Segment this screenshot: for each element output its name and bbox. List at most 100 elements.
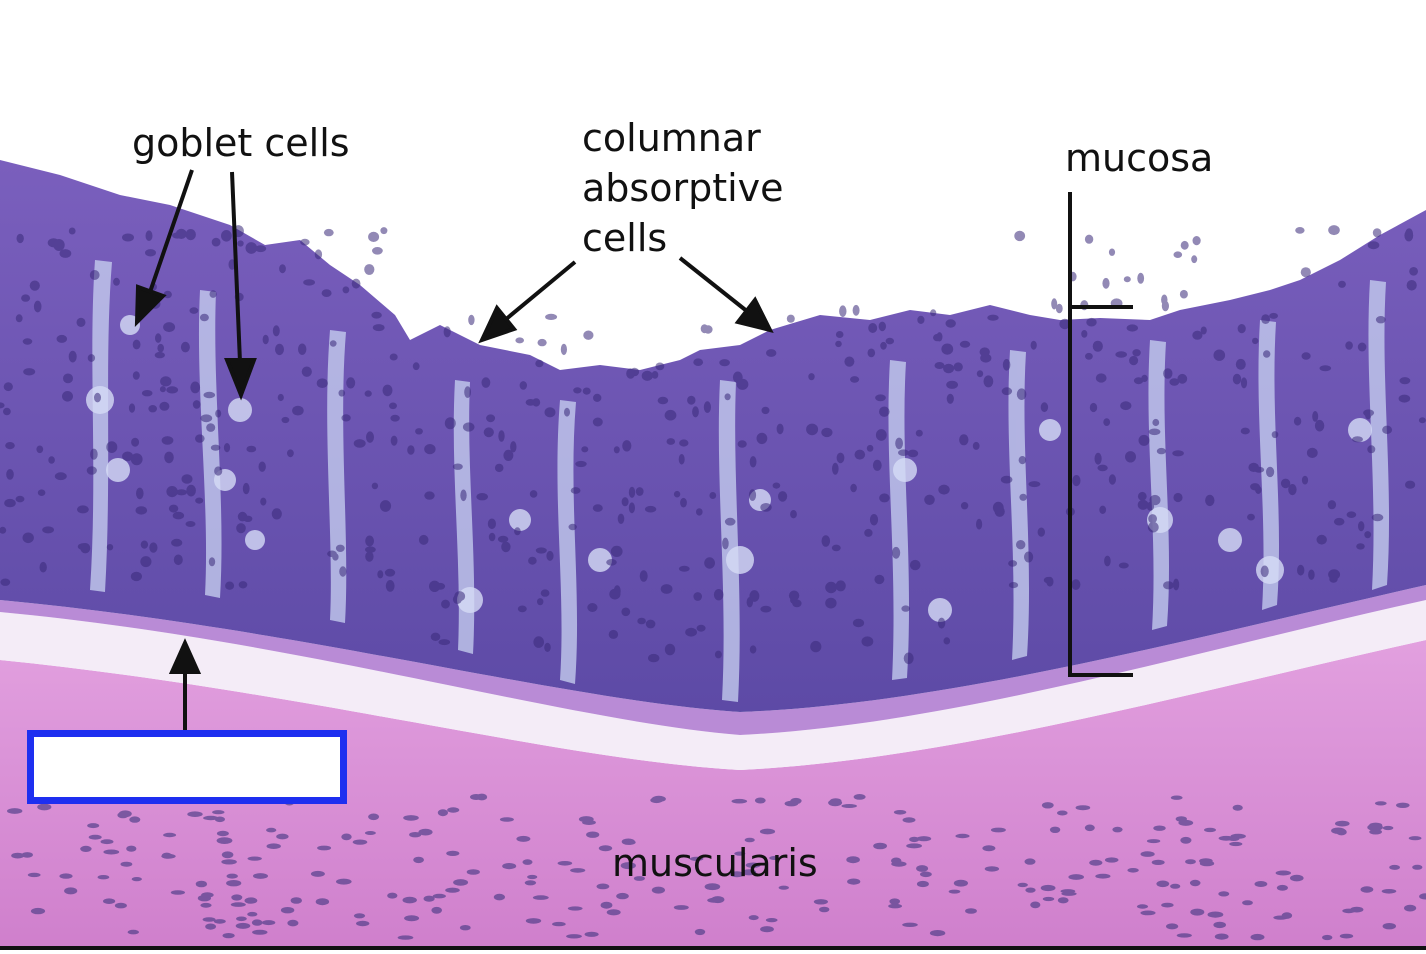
muscle-nucleus bbox=[1199, 860, 1215, 867]
nucleus bbox=[1108, 474, 1116, 485]
nucleus bbox=[709, 492, 717, 499]
nucleus bbox=[494, 463, 504, 473]
nucleus bbox=[441, 599, 450, 609]
nucleus bbox=[22, 338, 33, 345]
nucleus bbox=[1161, 300, 1169, 312]
nucleus bbox=[154, 351, 165, 359]
nucleus bbox=[488, 532, 496, 542]
nucleus bbox=[1319, 365, 1332, 372]
nucleus bbox=[1180, 240, 1189, 250]
muscle-nucleus bbox=[59, 873, 73, 879]
muscle-nucleus bbox=[1190, 908, 1205, 916]
nucleus bbox=[535, 547, 547, 554]
muscle-nucleus bbox=[27, 872, 41, 878]
nucleus bbox=[836, 452, 845, 464]
nucleus bbox=[1398, 394, 1411, 403]
nucleus bbox=[976, 518, 983, 530]
muscle-nucleus bbox=[1360, 886, 1374, 893]
muscle-nucleus bbox=[1339, 933, 1354, 939]
nucleus bbox=[23, 368, 36, 376]
muscle-nucleus bbox=[598, 845, 613, 852]
nucleus bbox=[648, 653, 660, 663]
nucleus bbox=[540, 589, 550, 597]
nucleus bbox=[418, 534, 429, 545]
muscle-nucleus bbox=[1232, 804, 1243, 811]
nucleus bbox=[1237, 324, 1246, 334]
nucleus bbox=[258, 461, 266, 472]
muscle-nucleus bbox=[336, 878, 352, 885]
muscle-nucleus bbox=[1218, 891, 1230, 897]
nucleus bbox=[1156, 447, 1166, 455]
muscle-nucleus bbox=[902, 817, 916, 823]
nucleus bbox=[756, 432, 768, 445]
nucleus bbox=[1235, 358, 1246, 370]
nucleus bbox=[748, 489, 757, 501]
nucleus bbox=[930, 309, 937, 317]
muscle-nucleus bbox=[889, 898, 900, 905]
nucleus bbox=[37, 489, 46, 497]
nucleus bbox=[3, 407, 11, 416]
nucleus bbox=[166, 386, 179, 394]
nucleus bbox=[514, 527, 521, 536]
nucleus bbox=[389, 402, 397, 410]
muscle-nucleus bbox=[1170, 883, 1181, 889]
nucleus bbox=[3, 382, 13, 392]
nucleus bbox=[327, 550, 337, 558]
nucleus bbox=[979, 347, 990, 357]
nucleus bbox=[168, 504, 179, 513]
nucleus bbox=[15, 314, 23, 323]
nucleus bbox=[1028, 481, 1041, 488]
muscle-nucleus bbox=[276, 833, 289, 840]
muscle-nucleus bbox=[87, 823, 100, 829]
nucleus bbox=[582, 387, 591, 395]
nucleus bbox=[486, 414, 496, 423]
muscle-nucleus bbox=[1095, 873, 1111, 879]
nucleus bbox=[1213, 349, 1226, 361]
nucleus bbox=[519, 381, 527, 390]
muscle-nucleus bbox=[236, 916, 247, 922]
answer-box[interactable] bbox=[27, 730, 347, 804]
nucleus bbox=[316, 378, 328, 389]
muscle-nucleus bbox=[1017, 882, 1028, 888]
muscle-nucleus bbox=[1075, 805, 1091, 811]
nucleus bbox=[185, 229, 196, 241]
muscle-nucleus bbox=[280, 907, 295, 914]
nucleus bbox=[272, 325, 280, 337]
muscle-nucleus bbox=[948, 889, 961, 894]
nucleus bbox=[749, 456, 757, 468]
nucleus bbox=[246, 445, 257, 453]
nucleus bbox=[1371, 513, 1384, 522]
nucleus bbox=[1019, 493, 1027, 501]
nucleus bbox=[454, 591, 466, 602]
nucleus bbox=[424, 491, 435, 500]
nucleus bbox=[901, 605, 910, 612]
muscle-nucleus bbox=[100, 839, 114, 845]
nucleus bbox=[692, 406, 699, 418]
muscle-nucleus bbox=[841, 804, 857, 808]
muscle-nucleus bbox=[1276, 884, 1288, 891]
nucleus bbox=[22, 532, 34, 544]
nucleus bbox=[1148, 428, 1161, 436]
nucleus bbox=[245, 242, 258, 254]
muscle-nucleus bbox=[1136, 904, 1149, 909]
columnar-arrow-left-shaft bbox=[503, 260, 577, 322]
muscularis-layer bbox=[0, 640, 1426, 950]
muscle-nucleus bbox=[557, 861, 573, 866]
nucleus bbox=[1399, 377, 1411, 385]
columnar-arrow-right-head bbox=[734, 296, 774, 333]
nucleus bbox=[1104, 555, 1111, 567]
muscle-nucleus bbox=[524, 880, 537, 886]
nucleus bbox=[835, 580, 846, 592]
nucleus bbox=[880, 341, 887, 350]
nucleus bbox=[657, 396, 669, 405]
nucleus bbox=[113, 277, 120, 286]
nucleus bbox=[943, 637, 951, 645]
nucleus bbox=[42, 526, 54, 534]
nucleus bbox=[430, 632, 441, 641]
nucleus bbox=[314, 249, 323, 260]
goblet-arrow-2-shaft bbox=[230, 171, 242, 363]
label-columnar-line-2: absorptive bbox=[582, 166, 784, 210]
nucleus bbox=[861, 636, 874, 647]
nucleus bbox=[1418, 417, 1426, 424]
muscle-nucleus bbox=[819, 906, 830, 913]
